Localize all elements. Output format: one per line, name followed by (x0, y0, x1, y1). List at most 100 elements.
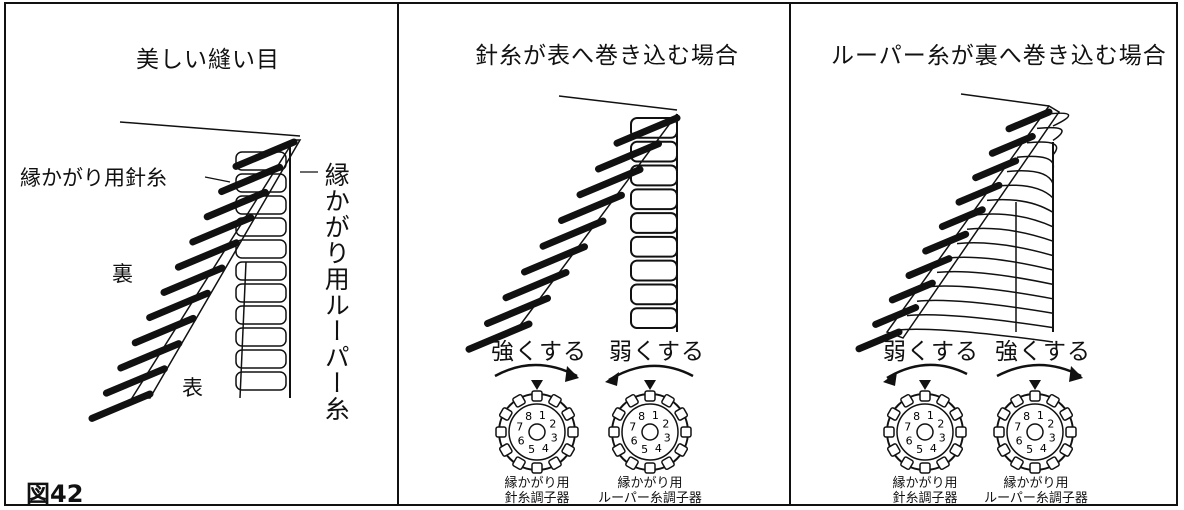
dial-grip (680, 426, 692, 438)
dial-grip (548, 393, 562, 408)
dial-number: 4 (930, 442, 937, 455)
looper-loop (235, 371, 287, 391)
dial-grip (955, 426, 967, 438)
looper-loop (630, 140, 678, 163)
dial-number: 2 (549, 418, 556, 431)
needle-stitch (988, 132, 1036, 157)
dial-grip (949, 443, 964, 457)
dial-grip (900, 393, 914, 408)
needle-stitch (872, 304, 920, 328)
looper-loop (630, 164, 678, 187)
needle-stitch (1005, 108, 1053, 133)
dial-number: 2 (662, 418, 669, 431)
dial-grip (1059, 443, 1074, 457)
dial-grip (625, 393, 639, 408)
needle-stitch (232, 138, 298, 170)
dial-grip (993, 426, 1005, 438)
needle-stitch (465, 320, 533, 353)
dial-number: 1 (539, 409, 546, 422)
dial-grip (936, 456, 950, 471)
dial-grip (661, 456, 675, 471)
dial-number: 8 (638, 410, 645, 423)
dial-caption-line2: ルーパー糸調子器 (598, 491, 702, 506)
needle-stitch (955, 181, 1003, 206)
dial-grip (1010, 456, 1024, 471)
dial-grip (611, 443, 626, 457)
dial-number: 4 (542, 442, 549, 455)
dial-number: 3 (939, 431, 946, 444)
dial-center (916, 423, 934, 441)
needle-stitch (502, 269, 570, 302)
looper-loop (235, 327, 287, 347)
needle-stitch (539, 217, 607, 250)
dial-grip (883, 426, 895, 438)
dial-grip (949, 407, 964, 421)
dial-number: 8 (913, 410, 920, 423)
looper-wrap (996, 184, 1054, 199)
dial-number: 8 (1023, 410, 1030, 423)
dial-grip (674, 443, 689, 457)
dial-number: 6 (518, 434, 525, 447)
needle-stitch (613, 114, 681, 147)
looper-loop (235, 349, 287, 369)
dial-number: 5 (916, 443, 923, 456)
looper-wrap (986, 198, 1054, 214)
looper-loop (630, 117, 678, 139)
needle-stitch (174, 239, 240, 271)
dial-caption-line1: 縁かがり用 (1003, 476, 1069, 491)
panel-divider-2 (789, 2, 791, 506)
looper-loop (630, 212, 678, 234)
dial-number: 3 (551, 431, 558, 444)
looper-loop (630, 235, 678, 258)
dial-grip (531, 462, 543, 474)
looper-wrap (896, 328, 1054, 343)
dial-grip (1046, 393, 1060, 408)
dial-grip (936, 393, 950, 408)
dial-number: 6 (906, 434, 913, 447)
looper-wrap (1036, 126, 1063, 142)
dial-grip (644, 390, 656, 402)
dial-number: 7 (904, 421, 911, 434)
dial-caption-needle: 縁かがり用 針糸調子器 (885, 476, 965, 506)
dial-number: 2 (1047, 418, 1054, 431)
dial-caption-line1: 縁かがり用 (617, 476, 683, 491)
dial-number: 2 (937, 418, 944, 431)
dial-grip (1065, 426, 1077, 438)
needle-stitch (117, 340, 183, 372)
action-loosen: 弱くする (883, 339, 979, 365)
needle-stitch (521, 243, 588, 276)
needle-stitch (484, 294, 551, 327)
figure-number: 図42 (26, 480, 84, 508)
dial-grip (608, 426, 620, 438)
dial-number: 3 (1049, 431, 1056, 444)
panel-divider-1 (397, 2, 399, 506)
dial-grip (548, 456, 562, 471)
needle-stitch (146, 289, 212, 322)
action-tighten: 強くする (491, 339, 587, 365)
dial-caption-looper: 縁かがり用 ルーパー糸調子器 (981, 476, 1091, 506)
needle-stitch (189, 214, 255, 246)
dial-center (528, 423, 546, 441)
dial-grip (625, 456, 639, 471)
dial-number: 5 (1026, 443, 1033, 456)
dial-caption-line1: 縁かがり用 (892, 476, 958, 491)
needle-stitch (558, 191, 625, 224)
needle-stitch (131, 314, 197, 347)
needle-stitch (972, 157, 1020, 182)
dial-number: 1 (1037, 409, 1044, 422)
looper-wrap (916, 299, 1054, 314)
dial-number: 7 (629, 421, 636, 434)
dial-grip (886, 407, 901, 421)
dial-caption-line1: 縁かがり用 (504, 476, 570, 491)
action-tighten: 強くする (995, 339, 1091, 365)
dial-grip (1029, 390, 1041, 402)
dial-center (1026, 423, 1044, 441)
panel-title: 針糸が表へ巻き込む場合 (475, 43, 739, 69)
dial-number: 6 (631, 434, 638, 447)
dial-caption-line2: 針糸調子器 (504, 491, 570, 506)
stitch-illustration-normal (88, 121, 318, 422)
looper-wrap (936, 270, 1054, 286)
dial-center (641, 423, 659, 441)
